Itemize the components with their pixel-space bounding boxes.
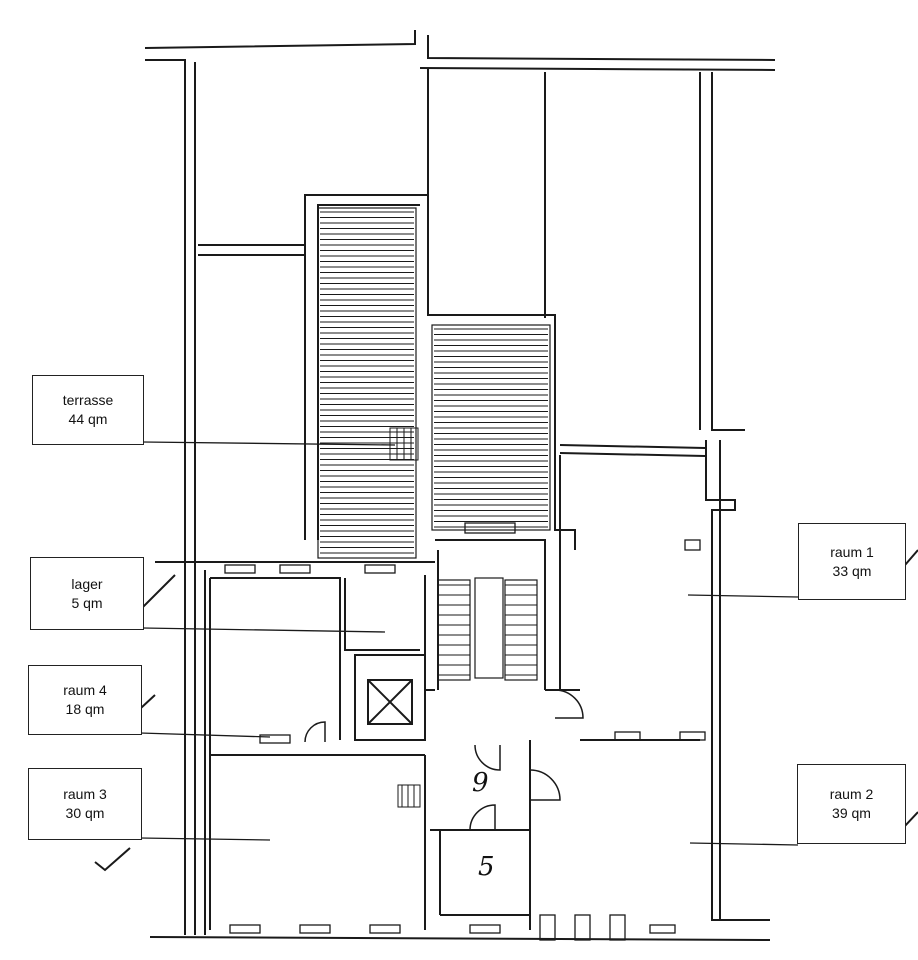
outer-walls: [144, 30, 776, 941]
handwritten-nine: 9: [472, 768, 489, 798]
label-terrasse: terrasse 44 qm: [32, 375, 144, 445]
label-raum3-area: 30 qm: [65, 805, 105, 821]
label-terrasse-name: terrasse: [62, 392, 114, 408]
elevator: [354, 654, 426, 741]
terrace-hatching: [317, 207, 551, 559]
label-raum1-area: 33 qm: [832, 562, 872, 579]
label-raum4: raum 4 18 qm: [28, 665, 142, 735]
label-lager: lager 5 qm: [30, 557, 144, 630]
stairs: [437, 577, 538, 681]
check-marks: [94, 549, 918, 872]
label-raum2-area: 39 qm: [832, 805, 871, 821]
label-raum2: raum 2 39 qm: [797, 764, 906, 844]
label-raum4-name: raum 4: [63, 682, 107, 698]
label-terrasse-area: 44 qm: [68, 411, 108, 427]
leader-lines: [139, 441, 799, 846]
label-raum1-name: raum 1: [830, 543, 874, 560]
label-raum1: raum 1 33 qm: [798, 523, 906, 600]
label-raum3: raum 3 30 qm: [28, 768, 142, 840]
lower-walls: [155, 455, 700, 935]
label-raum2-name: raum 2: [829, 786, 874, 802]
small-steps: [389, 427, 421, 808]
upper-partitions: [198, 68, 546, 318]
handwritten-five: 5: [478, 852, 495, 882]
door-swings: [304, 689, 584, 831]
label-raum3-name: raum 3: [63, 786, 107, 802]
label-raum4-area: 18 qm: [65, 701, 105, 717]
label-lager-area: 5 qm: [71, 594, 103, 611]
windows: [224, 522, 706, 941]
label-lager-name: lager: [71, 575, 103, 592]
